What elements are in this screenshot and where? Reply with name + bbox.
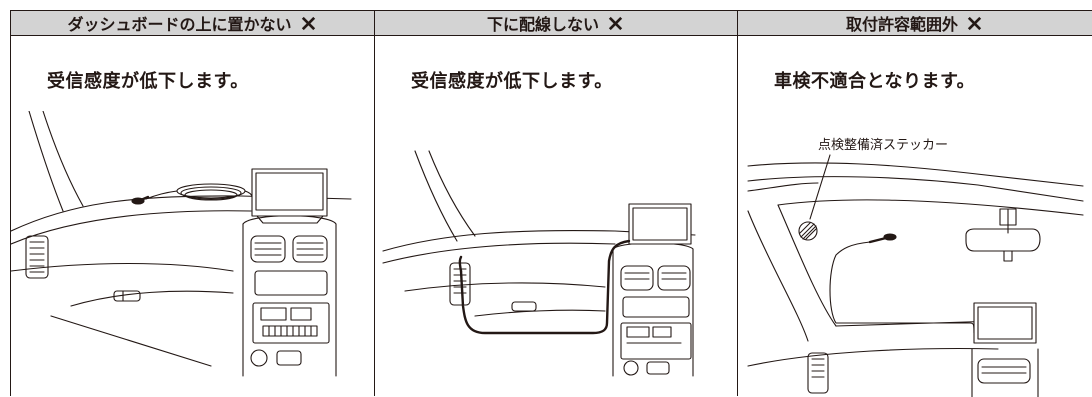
x-mark-icon xyxy=(608,16,623,30)
header-text: ダッシュボードの上に置かない xyxy=(67,15,292,34)
column-header: ダッシュボードの上に置かない xyxy=(11,11,374,36)
dashboard-illustration xyxy=(11,111,352,377)
caption: 受信感度が低下します。 xyxy=(411,71,613,92)
header-text: 取付許容範囲外 xyxy=(845,15,958,34)
sticker-label: 点検整備済ステッカー xyxy=(818,138,949,153)
caption: 車検不適合となります。 xyxy=(774,71,976,92)
column-header: 取付許容範囲外 xyxy=(738,11,1092,36)
column-header: 下に配線しない xyxy=(375,11,737,36)
warning-table: ダッシュボードの上に置かない 受信感度が低下します。 xyxy=(10,10,1092,397)
under-wiring-illustration xyxy=(382,150,696,377)
x-mark-icon xyxy=(967,16,982,30)
windshield-illustration xyxy=(747,154,1084,397)
x-mark-icon xyxy=(301,16,315,30)
column-out-of-range: 取付許容範囲外 車検不適合となります。 点検整備済ステッカー xyxy=(738,11,1092,397)
column-dashboard: ダッシュボードの上に置かない 受信感度が低下します。 xyxy=(11,11,375,396)
header-text: 下に配線しない xyxy=(486,15,599,34)
column-under-wiring: 下に配線しない 受信感度が低下します。 xyxy=(375,11,738,396)
caption: 受信感度が低下します。 xyxy=(47,71,249,92)
